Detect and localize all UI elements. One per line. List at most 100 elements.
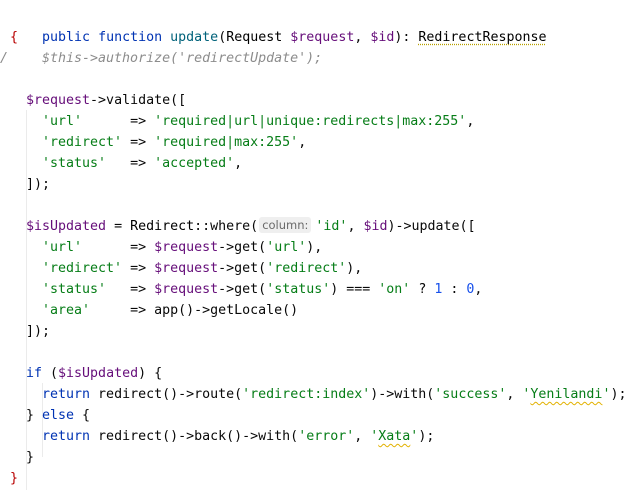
code-line-return-success: return redirect()->route('redirect:index…	[42, 384, 626, 405]
return-type: RedirectResponse	[418, 30, 547, 45]
punct: {	[74, 408, 91, 423]
number-one: 1	[434, 282, 443, 297]
assign: =	[106, 219, 131, 234]
keyword-public: public	[42, 30, 91, 45]
quote: '	[602, 387, 611, 402]
code-line-update-status: 'status' => $request->get('status') === …	[42, 279, 482, 300]
number-zero: 0	[466, 282, 475, 297]
code-line-validate-url: 'url' => 'required|url|unique:redirects|…	[42, 111, 474, 132]
code-line-update-area: 'area' => app()->getLocale()	[42, 300, 298, 321]
error-key: 'error'	[298, 429, 355, 444]
success-message: Yenilandi	[530, 387, 603, 402]
indent-guide	[26, 110, 27, 490]
punct: ):	[394, 30, 419, 45]
code-line-validate-close: ]);	[26, 177, 51, 192]
get-arg: 'redirect'	[266, 261, 347, 276]
var-request: $request	[154, 240, 219, 255]
quote: '	[370, 429, 379, 444]
get-arg: 'url'	[266, 240, 307, 255]
keyword-if: if	[26, 366, 43, 381]
param-hint-column: column:	[259, 217, 312, 233]
redirect-back-call: redirect()->back()->with(	[90, 429, 299, 444]
arrow: =>	[82, 114, 155, 129]
method-where: ::where(	[194, 219, 259, 234]
quote: '	[410, 429, 419, 444]
punct: ) ===	[330, 282, 379, 297]
punct: );	[418, 429, 435, 444]
punct: ,	[354, 429, 371, 444]
locale-call: app()->getLocale()	[154, 303, 299, 318]
code-line-close-if: }	[26, 450, 35, 465]
get-call: ->get(	[218, 240, 267, 255]
punct: ),	[306, 240, 323, 255]
punct: ,	[354, 30, 371, 45]
code-line-return-error: return redirect()->back()->with('error',…	[42, 426, 434, 447]
keyword-return: return	[42, 429, 91, 444]
class-redirect: Redirect	[130, 219, 195, 234]
punct: (	[218, 30, 227, 45]
code-line-update-redirect: 'redirect' => $request->get('redirect'),	[42, 258, 362, 279]
punct: (	[42, 366, 59, 381]
var-request: $request	[154, 282, 219, 297]
arrow: =>	[82, 240, 155, 255]
var-request: $request	[26, 93, 91, 108]
quote: '	[522, 387, 531, 402]
arrow: =>	[122, 261, 155, 276]
array-key: 'status'	[42, 282, 107, 297]
route-string: 'redirect:index'	[242, 387, 371, 402]
var-id: $id	[363, 219, 388, 234]
keyword-return: return	[42, 387, 91, 402]
var-is-updated: $isUpdated	[58, 366, 139, 381]
array-key: 'redirect'	[42, 261, 123, 276]
code-line-signature: public function update(Request $request,…	[10, 6, 546, 45]
code-line-open-brace: {	[10, 30, 19, 45]
punct: ),	[346, 261, 363, 276]
arrow: =>	[106, 282, 155, 297]
indent-guide	[42, 383, 43, 457]
array-key: 'redirect'	[42, 135, 123, 150]
comment-marker: /	[0, 51, 9, 66]
get-call: ->get(	[218, 261, 267, 276]
punct: ,	[506, 387, 523, 402]
get-call: ->get(	[218, 282, 267, 297]
keyword-else: else	[42, 408, 75, 423]
comment-text: $this->authorize('redirectUpdate');	[42, 51, 323, 66]
type-request: Request	[226, 30, 283, 45]
punct: ,	[347, 219, 364, 234]
punct: ,	[474, 282, 483, 297]
ternary-colon: :	[442, 282, 467, 297]
ternary: ?	[410, 282, 435, 297]
code-line-comment: $this->authorize('redirectUpdate');	[42, 48, 322, 69]
punct: ,	[234, 156, 243, 171]
get-arg: 'status'	[266, 282, 331, 297]
error-message: Xata	[378, 429, 411, 444]
punct: ,	[298, 135, 307, 150]
keyword-function: function	[98, 30, 163, 45]
rule-string: 'required|max:255'	[154, 135, 299, 150]
code-line-if: if ($isUpdated) {	[26, 363, 162, 384]
punct: }	[26, 408, 43, 423]
validate-call: ->validate([	[90, 93, 187, 108]
redirect-call: redirect()->route(	[90, 387, 243, 402]
with-call: )->with(	[370, 387, 435, 402]
punct: ,	[466, 114, 475, 129]
code-line-validate-status: 'status' => 'accepted',	[42, 153, 242, 174]
array-key: 'area'	[42, 303, 91, 318]
arrow: =>	[122, 135, 155, 150]
code-line-close-brace: }	[10, 471, 19, 486]
param-id: $id	[370, 30, 395, 45]
var-is-updated: $isUpdated	[26, 219, 107, 234]
punct: ) {	[138, 366, 163, 381]
code-line-update: $isUpdated = Redirect::where(column:'id'…	[26, 216, 476, 237]
code-line-validate-redirect: 'redirect' => 'required|max:255',	[42, 132, 306, 153]
on-string: 'on'	[378, 282, 411, 297]
array-key: 'url'	[42, 240, 83, 255]
code-line-validate: $request->validate([	[26, 90, 186, 111]
code-line-update-url: 'url' => $request->get('url'),	[42, 237, 322, 258]
code-line-update-close: ]);	[26, 324, 51, 339]
column-string: 'id'	[315, 219, 348, 234]
array-key: 'url'	[42, 114, 83, 129]
var-request: $request	[154, 261, 219, 276]
update-call: )->update([	[387, 219, 476, 234]
